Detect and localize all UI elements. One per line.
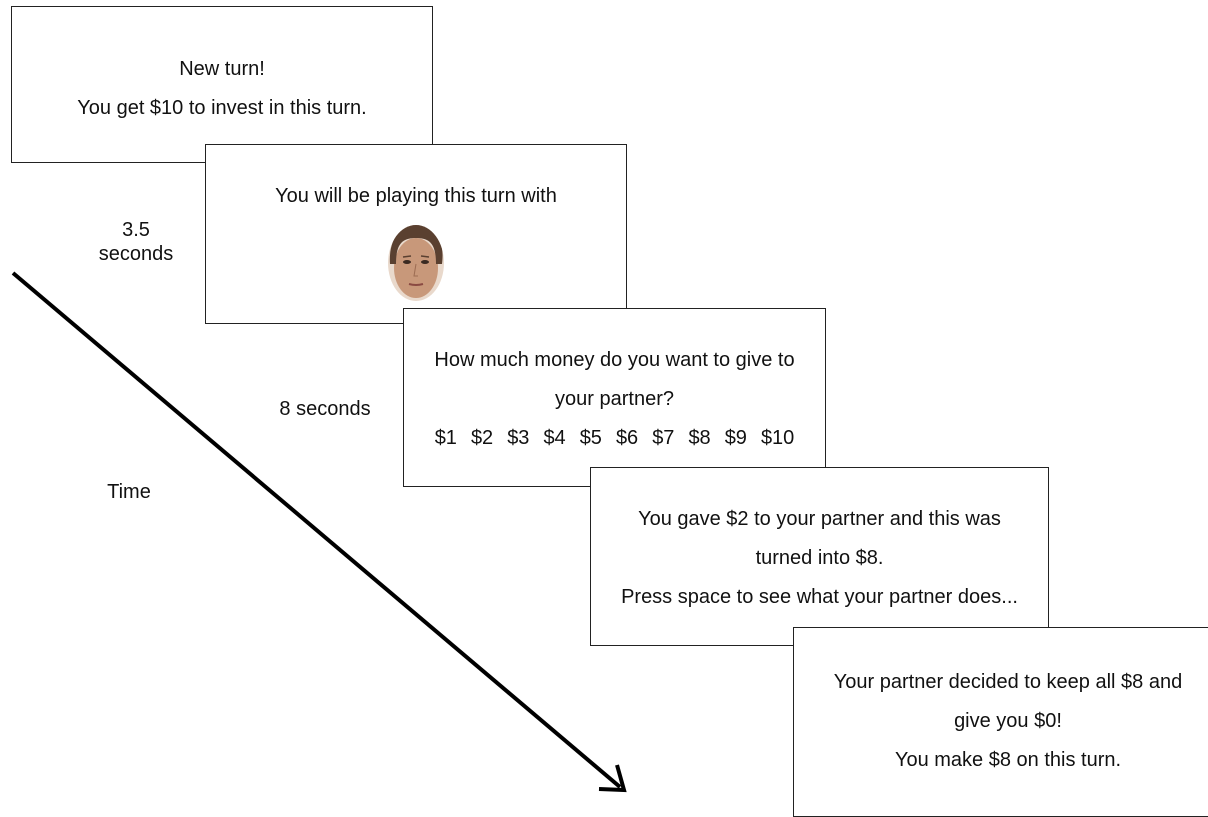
partner-face-icon bbox=[388, 225, 444, 301]
time-arrow-shaft bbox=[11, 271, 622, 789]
offer-option-6: $6 bbox=[615, 427, 639, 449]
offer-option-7: $7 bbox=[652, 427, 675, 449]
offer-question-line-1: How much money do you want to give to bbox=[434, 349, 795, 371]
offer-options: $1 $2 $3 $4 $5 $6 $7 $8 $9 $10 bbox=[404, 419, 825, 458]
offer-option-5: $5 bbox=[579, 427, 602, 449]
time-arrow-head bbox=[598, 764, 627, 793]
duration-label-3-5-seconds-text: 3.5 seconds bbox=[98, 219, 174, 265]
offer-option-3: $3 bbox=[507, 427, 530, 449]
screen-offer-choice: How much money do you want to give to yo… bbox=[403, 308, 826, 487]
screen-gave-result: You gave $2 to your partner and this was… bbox=[590, 467, 1049, 646]
screen-partner-outcome: Your partner decided to keep all $8 and … bbox=[793, 627, 1208, 817]
offer-option-9: $9 bbox=[724, 427, 747, 449]
screen-partner-reveal: You will be playing this turn with bbox=[205, 144, 627, 324]
duration-label-3-5-seconds: 3.5 seconds bbox=[86, 218, 186, 266]
new-turn-title: New turn! bbox=[179, 58, 265, 80]
gave-result-line-1: You gave $2 to your partner and this was bbox=[638, 508, 1001, 530]
outcome-line-1: Your partner decided to keep all $8 and bbox=[833, 671, 1183, 693]
gave-result-prompt: Press space to see what your partner doe… bbox=[621, 586, 1018, 608]
offer-option-4: $4 bbox=[543, 427, 566, 449]
outcome-line-2: give you $0! bbox=[954, 710, 1062, 732]
offer-option-8: $8 bbox=[688, 427, 711, 449]
duration-label-8-seconds: 8 seconds bbox=[279, 398, 371, 420]
outcome-earnings: You make $8 on this turn. bbox=[894, 749, 1122, 771]
offer-option-1: $1 bbox=[434, 427, 457, 449]
offer-option-10: $10 bbox=[760, 427, 795, 449]
time-axis-label: Time bbox=[107, 481, 151, 503]
offer-option-2: $2 bbox=[470, 427, 494, 449]
partner-reveal-text: You will be playing this turn with bbox=[275, 185, 557, 207]
new-turn-endowment-text: You get $10 to invest in this turn. bbox=[77, 97, 367, 119]
screen-new-turn: New turn! You get $10 to invest in this … bbox=[11, 6, 433, 163]
offer-question-line-2: your partner? bbox=[555, 388, 674, 410]
gave-result-line-2: turned into $8. bbox=[755, 547, 884, 569]
